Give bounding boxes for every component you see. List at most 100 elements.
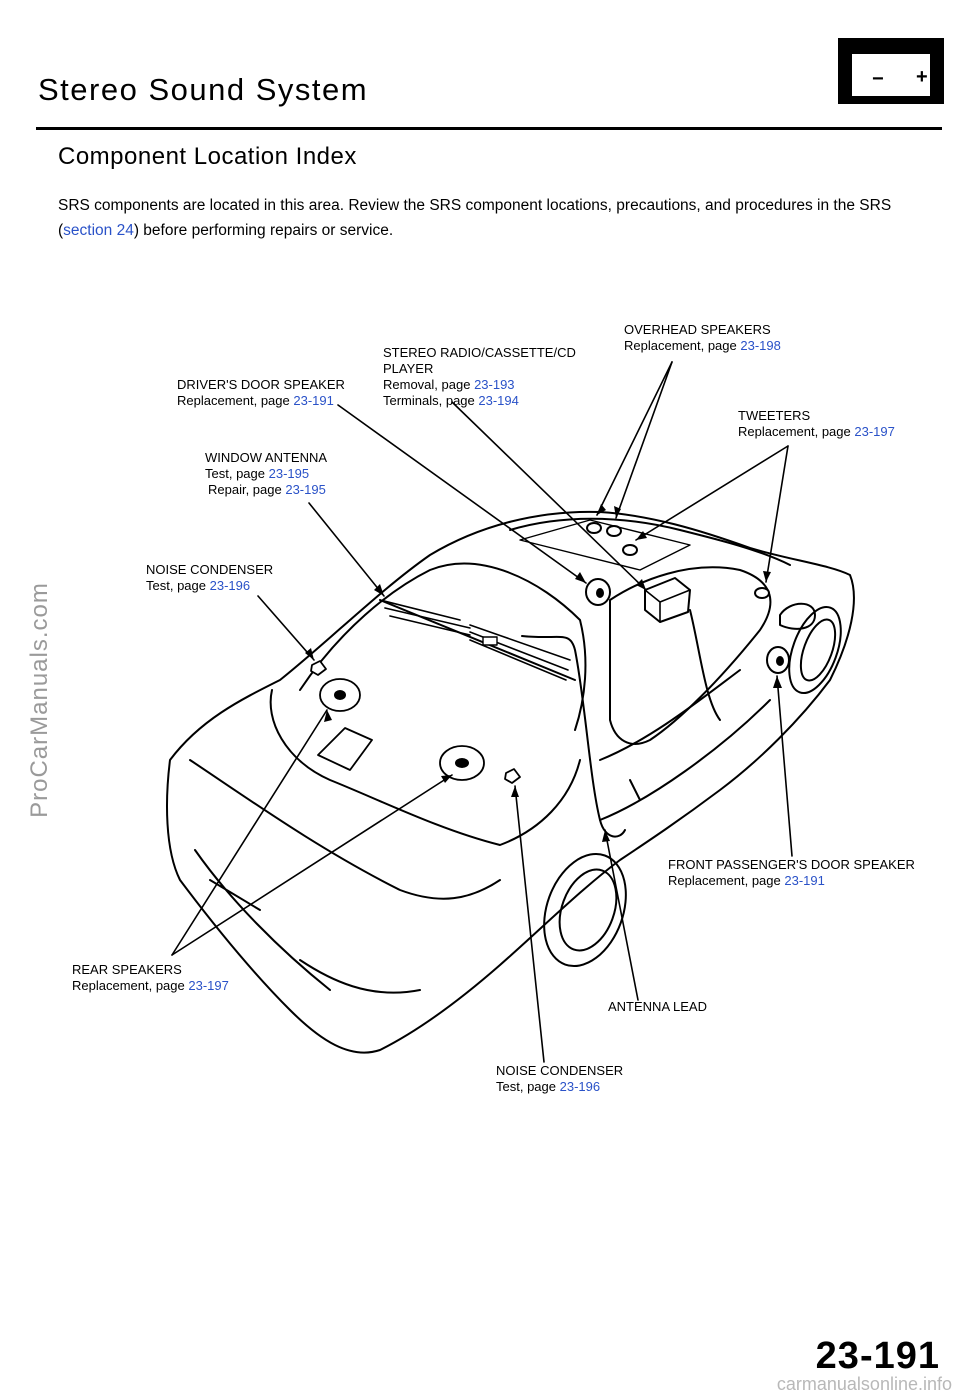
leader-tweeter-b <box>765 445 789 583</box>
battery-plus-glyph: + <box>916 66 928 88</box>
footer-watermark: carmanualsonline.info <box>776 1374 952 1394</box>
label-driver-line: Replacement, page 23-191 <box>177 393 345 409</box>
label-front-passenger-door-speaker: FRONT PASSENGER'S DOOR SPEAKER Replaceme… <box>668 857 915 889</box>
driver-door-speaker-center <box>596 588 604 598</box>
arrow-antenna <box>602 830 610 842</box>
label-rear-speakers: REAR SPEAKERS Replacement, page 23-197 <box>72 962 229 994</box>
link-23-198[interactable]: 23-198 <box>740 338 781 353</box>
arrow-overhead-a <box>597 504 606 515</box>
overhead-speaker-2 <box>606 525 622 537</box>
label-overhead-speakers: OVERHEAD SPEAKERS Replacement, page 23-1… <box>624 322 781 354</box>
noise-condenser-1 <box>310 660 327 676</box>
overhead-speaker-1 <box>586 522 602 534</box>
rear-speaker-right-center <box>455 758 469 768</box>
roof-line <box>509 517 791 566</box>
arrow-noise1 <box>305 648 314 660</box>
arrowheads <box>305 504 782 842</box>
battery-icon: − + <box>838 38 944 104</box>
leader-driver <box>337 404 587 584</box>
license-recess <box>317 727 373 771</box>
label-tweeters-line: Replacement, page 23-197 <box>738 424 895 440</box>
label-driver-text: Replacement, page <box>177 393 294 408</box>
leader-noise1 <box>257 595 315 661</box>
link-23-191-driver[interactable]: 23-191 <box>293 393 334 408</box>
arrow-rear-b <box>441 775 452 783</box>
leader-tweeter-a <box>635 445 789 541</box>
label-noise1-text: Test, page <box>146 578 210 593</box>
label-stereo-name: STEREO RADIO/CASSETTE/CD <box>383 345 576 360</box>
link-23-193[interactable]: 23-193 <box>474 377 515 392</box>
link-23-194[interactable]: 23-194 <box>478 393 519 408</box>
front-wheel-inner <box>799 618 837 682</box>
section-subtitle: Component Location Index <box>58 143 357 170</box>
srs-notice: SRS components are located in this area.… <box>58 193 938 243</box>
arrow-overhead-b <box>614 506 621 518</box>
rear-window <box>299 562 587 731</box>
link-23-191-front[interactable]: 23-191 <box>784 873 825 888</box>
header-rule <box>36 127 942 130</box>
label-noise1-name: NOISE CONDENSER <box>146 562 274 577</box>
link-23-197-tweeters[interactable]: 23-197 <box>854 424 895 439</box>
label-tweeters-text: Replacement, page <box>738 424 855 439</box>
label-noise-condenser-2: NOISE CONDENSER Test, page 23-196 <box>496 1063 623 1095</box>
label-tweeters: TWEETERS Replacement, page 23-197 <box>738 408 895 440</box>
link-23-196-b[interactable]: 23-196 <box>559 1079 601 1094</box>
arrow-rear-a <box>324 710 332 722</box>
antenna-connector <box>482 636 498 646</box>
arrow-front <box>773 676 782 688</box>
front-wheel <box>788 606 842 694</box>
page-number: 23-191 <box>815 1335 940 1377</box>
label-window-antenna: WINDOW ANTENNA Test, page 23-195 Repair,… <box>205 450 327 498</box>
trunk-lid <box>269 689 581 846</box>
window-antenna-grid <box>379 599 571 681</box>
trunk-edge <box>189 759 501 900</box>
label-noise2-text: Test, page <box>496 1079 560 1094</box>
label-rear-name: REAR SPEAKERS <box>72 962 182 977</box>
leader-front <box>776 675 793 857</box>
stereo-unit-edge <box>644 589 691 623</box>
battery-icon-face: − + <box>852 54 930 96</box>
leader-overhead-a <box>596 361 673 516</box>
page-title: Stereo Sound System <box>38 72 369 107</box>
label-overhead-text: Replacement, page <box>624 338 741 353</box>
arrow-window <box>374 584 384 596</box>
leader-window <box>308 502 385 597</box>
leader-noise2 <box>514 785 545 1063</box>
tail-panel <box>194 849 421 994</box>
label-stereo-radio: STEREO RADIO/CASSETTE/CD PLAYER Removal,… <box>383 345 576 409</box>
link-23-196-a[interactable]: 23-196 <box>209 578 251 593</box>
label-driver-name: DRIVER'S DOOR SPEAKER <box>177 377 345 392</box>
overhead-speaker-3 <box>622 544 638 556</box>
door-line <box>599 669 771 821</box>
arrow-driver <box>575 572 586 583</box>
car-body-outline <box>166 510 855 1054</box>
label-window-test: Test, page 23-195 <box>205 466 327 482</box>
label-stereo-removal-text: Removal, page <box>383 377 475 392</box>
antenna-lead-wire <box>521 609 721 838</box>
label-antenna-name: ANTENNA LEAD <box>608 999 707 1014</box>
side-window <box>609 566 772 745</box>
label-stereo-terminals: Terminals, page 23-194 <box>383 393 576 409</box>
link-23-197-rear[interactable]: 23-197 <box>188 978 229 993</box>
battery-minus-glyph: − <box>872 68 884 90</box>
label-window-repair: Repair, page 23-195 <box>205 482 327 498</box>
leader-rear-b <box>171 774 453 956</box>
srs-notice-text: SRS components are located in this area.… <box>58 197 892 239</box>
section-24-link[interactable]: section 24 <box>63 222 134 239</box>
label-stereo-name2: PLAYER <box>383 361 434 376</box>
rear-wheel-inner <box>558 868 618 952</box>
label-driver-door-speaker: DRIVER'S DOOR SPEAKER Replacement, page … <box>177 377 345 409</box>
label-window-repair-text: Repair, page <box>208 482 286 497</box>
label-tweeters-name: TWEETERS <box>738 408 811 423</box>
sunroof <box>519 519 691 571</box>
label-stereo-removal: Removal, page 23-193 <box>383 377 576 393</box>
link-23-195-repair[interactable]: 23-195 <box>285 482 326 497</box>
link-23-195-test[interactable]: 23-195 <box>268 466 310 481</box>
rear-wheel <box>543 852 627 968</box>
arrow-stereo <box>636 579 646 590</box>
tweeter <box>754 587 770 599</box>
leader-rear-a <box>171 709 328 956</box>
arrow-tweeter-a <box>636 531 647 540</box>
rear-speaker-left-center <box>334 690 346 700</box>
